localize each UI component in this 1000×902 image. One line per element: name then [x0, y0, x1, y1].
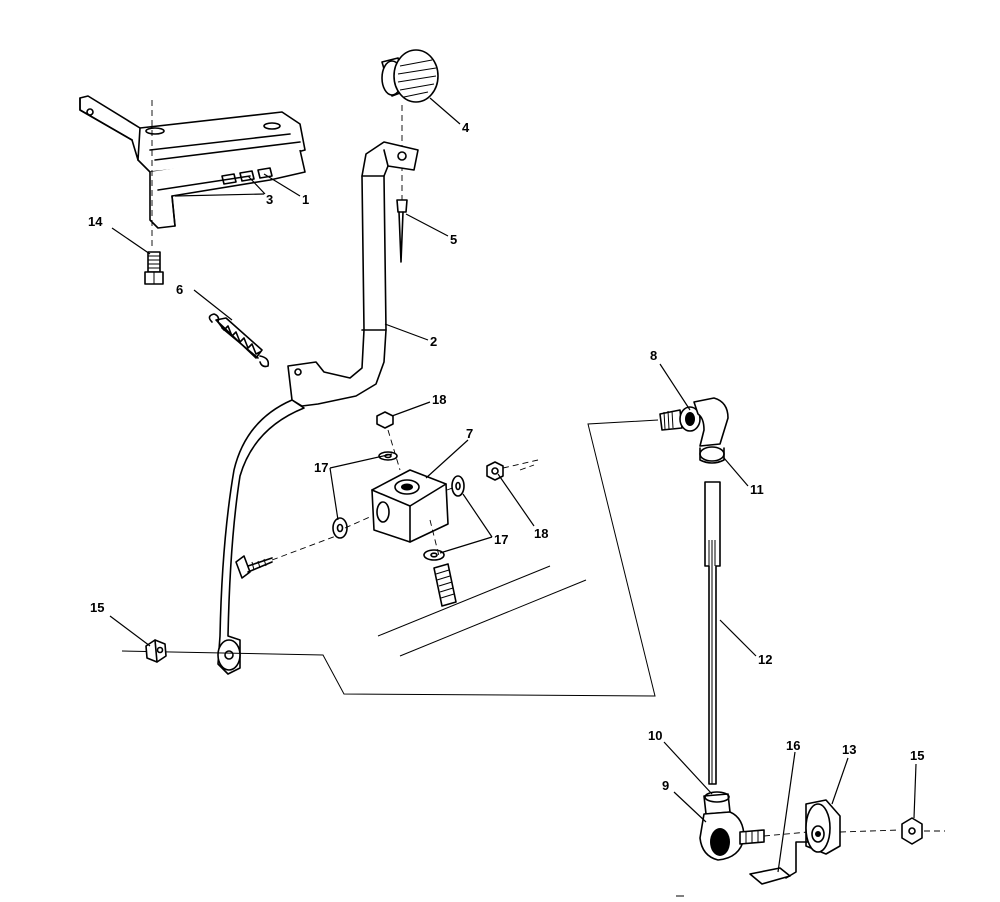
callout-17-right: 17: [494, 532, 508, 547]
nut-top: [376, 411, 401, 471]
tie-rod: [704, 481, 721, 785]
washer-left: [332, 517, 348, 539]
washer-bottom: [423, 549, 445, 561]
threaded-stud: [429, 519, 457, 607]
leader-lines: [109, 97, 917, 873]
callout-16: 16: [786, 738, 800, 753]
pedal-lever-arm: [217, 141, 419, 675]
stud-bolt: [235, 535, 337, 579]
callout-11: 11: [750, 482, 764, 497]
lower-ball-joint: [699, 791, 809, 861]
nut-right: [486, 459, 539, 481]
callout-18-top: 18: [432, 392, 446, 407]
nut-right-lower: [901, 817, 945, 845]
cotter-clip: [749, 841, 809, 885]
washer-top: [378, 451, 398, 461]
callout-12: 12: [758, 652, 772, 667]
callout-3: 3: [266, 192, 273, 207]
floor-panel: [377, 565, 587, 657]
knob: [381, 49, 439, 103]
callout-6: 6: [176, 282, 183, 297]
callout-2: 2: [430, 334, 437, 349]
callout-17-left: 17: [314, 460, 328, 475]
callout-14: 14: [88, 214, 103, 229]
washer-right: [451, 475, 465, 497]
callout-labels: 1 2 3 4 5 6 7 8 9 10 11 12 13 14 15 15 1…: [88, 120, 924, 793]
callout-10: 10: [648, 728, 662, 743]
mounting-bracket: [79, 95, 306, 229]
callout-5: 5: [450, 232, 457, 247]
callout-4: 4: [462, 120, 470, 135]
callout-9: 9: [662, 778, 669, 793]
callout-18-right: 18: [534, 526, 548, 541]
assembly-lines: [121, 419, 659, 697]
callout-15-right: 15: [910, 748, 924, 763]
pin: [396, 105, 408, 263]
callout-7: 7: [466, 426, 473, 441]
callout-13: 13: [842, 742, 856, 757]
upper-ball-joint: [659, 397, 729, 464]
nut-left: [145, 639, 167, 663]
callout-15-left: 15: [90, 600, 104, 615]
eccentric-bushing: [805, 799, 901, 855]
callout-8: 8: [650, 348, 657, 363]
bolt: [144, 100, 164, 285]
pivot-block: [344, 469, 456, 543]
spring: [208, 313, 270, 368]
callout-1: 1: [302, 192, 309, 207]
